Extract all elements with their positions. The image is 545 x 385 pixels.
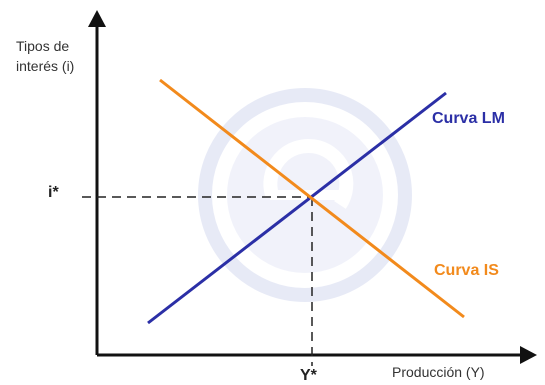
equilibrium-rate-label: i* — [48, 184, 59, 201]
is-curve-label: Curva IS — [434, 262, 499, 279]
y-axis-label-line1: Tipos de — [16, 38, 70, 54]
axes — [88, 10, 537, 364]
watermark-logo — [198, 88, 412, 302]
y-axis-label-line2: interés (i) — [16, 58, 75, 74]
lm-curve-label: Curva LM — [432, 110, 505, 127]
x-axis-label: Producción (Y) — [392, 364, 485, 380]
equilibrium-output-label: Y* — [300, 367, 317, 384]
x-axis-arrowhead — [520, 346, 537, 364]
equilibrium-guides — [82, 196, 313, 366]
y-axis-arrowhead — [88, 10, 106, 27]
lm-curve — [147, 91, 447, 325]
is-curve — [159, 78, 465, 319]
